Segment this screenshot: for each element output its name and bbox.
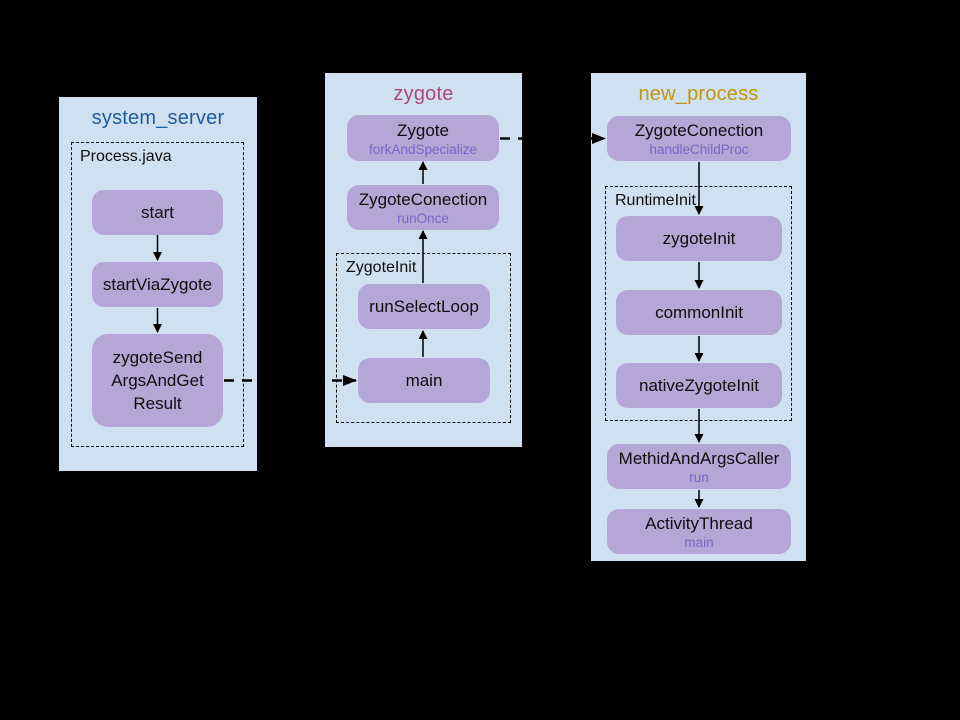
node-common-init-label: commonInit (655, 302, 743, 322)
node-zygote-conection-run-once-label: ZygoteConection (358, 190, 488, 209)
node-zygote-init: zygoteInit (616, 216, 782, 261)
node-native-zygote-init: nativeZygoteInit (616, 363, 782, 408)
node-zygote-conection-run-once-sublabel: runOnce (397, 211, 449, 226)
group-label-process-java: Process.java (80, 148, 172, 165)
node-zygote-conection-handle-child-proc-label: ZygoteConection (634, 121, 764, 140)
node-zygote-sublabel: forkAndSpecialize (368, 141, 478, 157)
panel-system-server: system_server Process.java start startVi… (59, 97, 257, 471)
node-zygote-init-label: zygoteInit (662, 228, 736, 248)
node-zygote-conection-run-once: ZygoteConection runOnce (347, 185, 499, 230)
node-methid-and-args-caller-label: MethidAndArgsCaller (618, 449, 780, 468)
node-main-label: main (405, 370, 443, 390)
node-start: start (92, 190, 223, 235)
node-run-select-loop-label: runSelectLoop (369, 296, 479, 316)
node-activity-thread-label: ActivityThread (645, 514, 753, 533)
node-common-init: commonInit (616, 290, 782, 335)
node-native-zygote-init-label: nativeZygoteInit (638, 375, 759, 395)
panel-zygote: zygote Zygote forkAndSpecialize ZygoteCo… (325, 73, 522, 447)
group-label-runtime-init: RuntimeInit (615, 192, 696, 209)
group-label-zygote-init: ZygoteInit (346, 259, 417, 276)
node-methid-and-args-caller-sublabel: run (689, 470, 709, 485)
node-activity-thread: ActivityThread main (607, 509, 791, 554)
panel-new-process: new_process ZygoteConection handleChildP… (591, 73, 806, 561)
node-zygote-conection-handle-child-proc: ZygoteConection handleChildProc (607, 116, 791, 161)
group-process-java (71, 142, 244, 447)
node-activity-thread-sublabel: main (684, 535, 714, 550)
node-run-select-loop: runSelectLoop (358, 284, 490, 329)
node-methid-and-args-caller: MethidAndArgsCaller run (607, 444, 791, 489)
panel-title-system-server: system_server (91, 107, 225, 129)
node-start-label: start (140, 202, 175, 222)
panel-title-zygote: zygote (393, 83, 454, 105)
node-zygote-send-args-and-get-result-label: zygoteSend ArgsAndGet Result (111, 348, 204, 413)
node-start-via-zygote: startViaZygote (92, 262, 223, 307)
panel-title-new-process: new_process (638, 83, 759, 105)
node-zygote-fork-and-specialize: Zygote forkAndSpecialize (347, 115, 499, 161)
node-zygote-conection-handle-child-proc-sublabel: handleChildProc (649, 142, 749, 157)
node-zygote-label: Zygote (397, 120, 449, 140)
node-main: main (358, 358, 490, 403)
node-start-via-zygote-label: startViaZygote (102, 274, 213, 294)
node-zygote-send-args-and-get-result: zygoteSend ArgsAndGet Result (92, 334, 223, 427)
